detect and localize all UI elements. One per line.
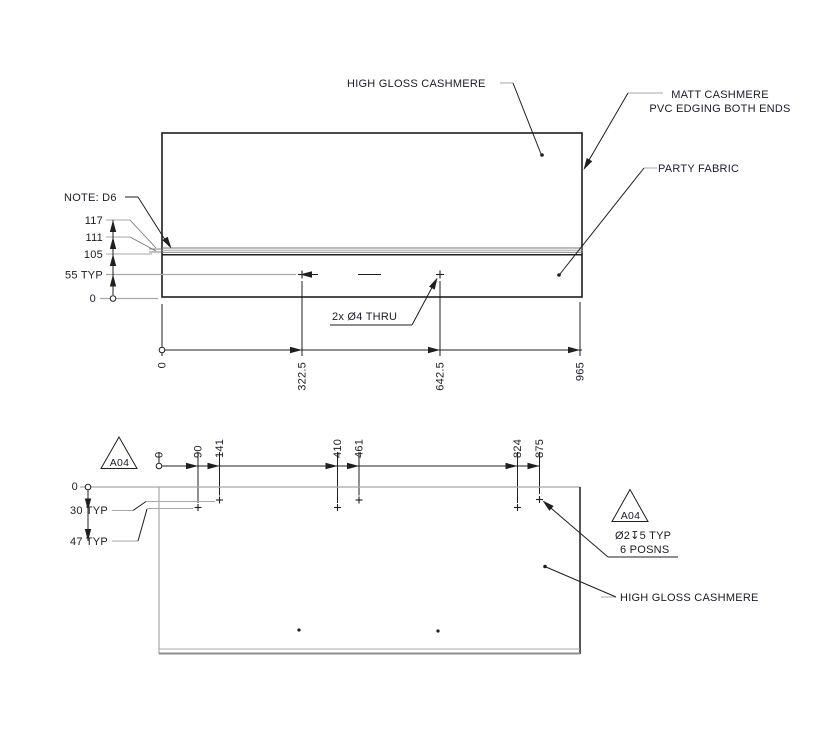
chain-arrow-410 — [325, 462, 338, 470]
arrow-55 — [109, 274, 117, 287]
dim-label-824: 824 — [512, 439, 524, 458]
leader-47-diag — [137, 508, 148, 542]
thru-hole-dot-2 — [436, 629, 440, 633]
arrow-111 — [109, 237, 117, 249]
chain-arrow-965 — [568, 346, 580, 354]
party-leader-dot — [557, 273, 561, 277]
dim-label-depth-0: 0 — [72, 481, 78, 493]
leader-30-diag — [132, 501, 147, 511]
hole-marker-322 — [298, 270, 306, 279]
datum-origin-bottom-chain — [158, 346, 166, 354]
dim-label-642: 642.5 — [435, 362, 447, 391]
hole-marker-875 — [536, 496, 543, 503]
hole-marker-410 — [334, 504, 341, 511]
leader-111 — [129, 236, 157, 252]
dim-label-117: 117 — [85, 215, 103, 227]
thru-hole-dot-1 — [297, 628, 301, 632]
chain-arrow-90 — [186, 462, 198, 470]
dim-label-461: 461 — [354, 439, 366, 458]
dim-label-111: 111 — [86, 232, 103, 244]
chain-arrow-824 — [505, 462, 518, 470]
high-gloss-bottom-leader — [545, 566, 617, 598]
dim-label-875: 875 — [534, 439, 546, 458]
bottom-view: A04 0 90 141 410 461 824 875 — [70, 435, 759, 655]
high-gloss-leader-dot — [540, 153, 544, 157]
hole-spec-leader — [544, 502, 609, 558]
arrow-117 — [109, 220, 117, 232]
matt-cashmere-label-line2: PVC EDGING BOTH ENDS — [649, 103, 790, 115]
note-d6-label: NOTE: D6 — [64, 192, 117, 204]
dim-label-47-typ: 47 TYP — [70, 536, 108, 548]
datum-flag-right-triangle — [611, 488, 649, 522]
high-gloss-leader — [512, 82, 542, 155]
hole-marker-642 — [436, 270, 444, 279]
datum-flag-right-label: A04 — [621, 510, 640, 522]
high-gloss-label-bottom: HIGH GLOSS CASHMERE — [620, 592, 759, 604]
chain-arrow-875 — [527, 462, 540, 470]
thru-hole-label: 2x Ø4 THRU — [332, 311, 397, 323]
hole-marker-461 — [355, 496, 363, 504]
datum-flag-left-triangle — [100, 435, 138, 469]
matt-leader — [584, 92, 629, 168]
datum-flag-left-label: A04 — [110, 457, 129, 469]
leader-117 — [129, 219, 157, 249]
dim-label-30-typ: 30 TYP — [70, 505, 108, 517]
dim-label-0-bottom: 0 — [157, 362, 169, 368]
dim-label-0-left: 0 — [90, 293, 96, 305]
hole-spec-line2: 6 POSNS — [620, 544, 669, 556]
dim-label-top-0: 0 — [154, 452, 166, 458]
chain-arrow-322 — [290, 346, 302, 354]
hole-spec-line1: Ø2↧5 TYP — [615, 530, 671, 542]
panel-outline — [161, 132, 583, 298]
hole-marker-141 — [216, 496, 223, 504]
thru-hole-arrow — [429, 275, 441, 290]
dim-label-141: 141 — [214, 439, 226, 458]
datum-origin-depth — [84, 483, 92, 491]
dim-label-105: 105 — [84, 249, 103, 261]
matt-cashmere-label-line1: MATT CASHMERE — [671, 89, 769, 101]
note-d6-leader — [137, 196, 170, 247]
dim-label-965: 965 — [575, 362, 587, 381]
chain-arrow-461 — [347, 462, 359, 470]
hole-marker-90 — [194, 504, 202, 511]
dim-label-410: 410 — [332, 439, 344, 458]
party-fabric-label: PARTY FABRIC — [658, 163, 739, 175]
hole-marker-824 — [514, 504, 521, 511]
chain-arrow-141 — [207, 462, 220, 470]
dim-label-55-typ: 55 TYP — [65, 270, 103, 282]
high-gloss-bottom-dot — [543, 564, 547, 569]
arrow-105 — [109, 254, 117, 266]
party-leader — [559, 167, 645, 275]
dim-label-322: 322.5 — [297, 362, 309, 391]
top-view: 117 111 105 55 TYP 0 NOTE: D6 HIGH GLOSS… — [64, 78, 790, 391]
datum-origin-left — [109, 295, 117, 302]
datum-origin-top-chain — [155, 462, 163, 470]
high-gloss-label-top: HIGH GLOSS CASHMERE — [347, 78, 486, 90]
dim-label-90: 90 — [193, 445, 205, 458]
chain-arrow-642 — [428, 346, 440, 354]
